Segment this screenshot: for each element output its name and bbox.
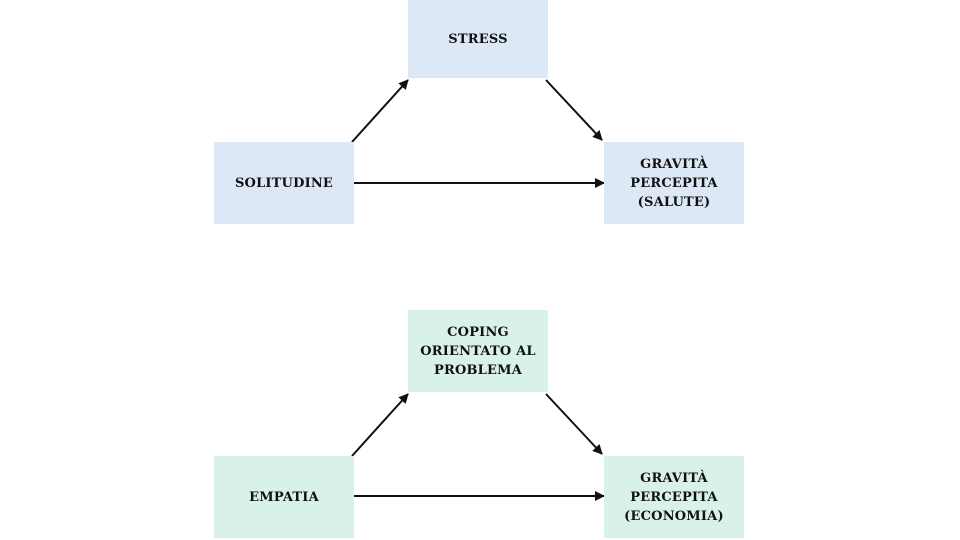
arrow-coping-to-gravita-economia xyxy=(545,393,603,455)
box-gravita-salute-line-1: GRAVITÀ xyxy=(640,156,708,172)
box-gravita-percepita-salute: GRAVITÀ PERCEPITA (SALUTE) xyxy=(604,142,744,224)
box-coping-line-2: ORIENTATO AL xyxy=(420,343,536,359)
arrow-solitudine-to-stress xyxy=(351,79,409,143)
box-empatia-line: EMPATIA xyxy=(249,489,319,505)
box-gravita-salute-line-3: (SALUTE) xyxy=(637,194,711,210)
box-gravita-salute-line-2: PERCEPITA xyxy=(630,175,718,191)
arrow-stress-to-gravita-salute xyxy=(545,79,603,141)
box-stress: STRESS xyxy=(408,0,548,78)
box-coping-line-1: COPING xyxy=(447,324,509,340)
box-gravita-percepita-economia: GRAVITÀ PERCEPITA (ECONOMIA) xyxy=(604,456,744,538)
box-coping-line-3: PROBLEMA xyxy=(433,362,523,378)
box-solitudine-line: SOLITUDINE xyxy=(234,175,334,191)
box-gravita-economia-line-1: GRAVITÀ xyxy=(640,470,708,486)
box-gravita-economia-line-3: (ECONOMIA) xyxy=(624,508,724,524)
box-stress-line: STRESS xyxy=(448,31,508,47)
box-gravita-economia-line-2: PERCEPITA xyxy=(630,489,718,505)
box-solitudine: SOLITUDINE xyxy=(214,142,354,224)
box-empatia: EMPATIA xyxy=(214,456,354,538)
box-coping-orientato-al-problema: COPING ORIENTATO AL PROBLEMA xyxy=(408,310,548,392)
arrow-empatia-to-coping xyxy=(351,393,409,457)
